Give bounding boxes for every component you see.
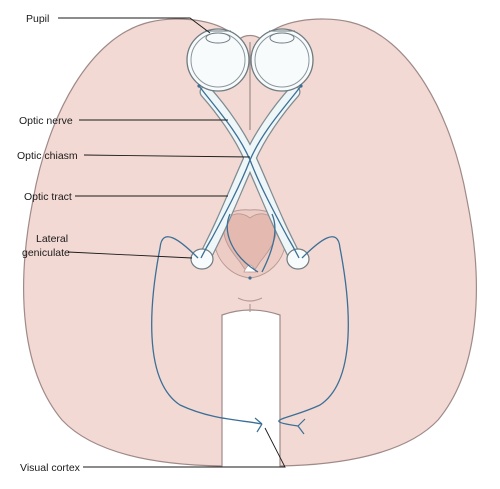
optic-nerve-right	[244, 86, 300, 164]
optic-chiasm-leader	[83, 154, 251, 158]
lateral-geniculate-right	[286, 248, 310, 270]
eye-left	[186, 28, 250, 92]
eye-right-nerve-dot	[299, 84, 303, 88]
pupil-leader	[58, 17, 211, 34]
pathway-to-midbrain-left	[226, 213, 259, 273]
visual-cortex-leader	[83, 427, 286, 468]
eye-left-nerve-dot	[197, 84, 201, 88]
label-pupil: Pupil	[26, 13, 49, 25]
optic-radiation-left	[151, 236, 263, 425]
optic-radiation-right	[278, 236, 349, 427]
visual-pathway-left-nerve	[198, 85, 251, 259]
cortex-ending-left	[254, 417, 263, 433]
label-optic-nerve: Optic nerve	[19, 115, 73, 127]
lateral-geniculate-left	[190, 248, 214, 270]
label-optic-tract: Optic tract	[24, 191, 72, 203]
label-optic-chiasm: Optic chiasm	[17, 150, 78, 162]
eye-right	[250, 28, 314, 92]
label-lateral-geniculate-1: Lateral	[36, 233, 68, 245]
pineal-notch	[237, 297, 263, 312]
label-lateral-geniculate-2: geniculate	[22, 247, 70, 259]
label-visual-cortex: Visual cortex	[20, 462, 81, 474]
lateral-geniculate-leader	[67, 251, 193, 259]
cortex-ending-right	[297, 418, 306, 435]
pathway-to-midbrain-right	[261, 213, 276, 273]
optic-nerve-left	[200, 86, 256, 164]
cerebral-aqueduct	[243, 264, 257, 273]
visual-pathway-right-nerve	[249, 85, 302, 259]
midbrain-dot	[248, 276, 252, 280]
